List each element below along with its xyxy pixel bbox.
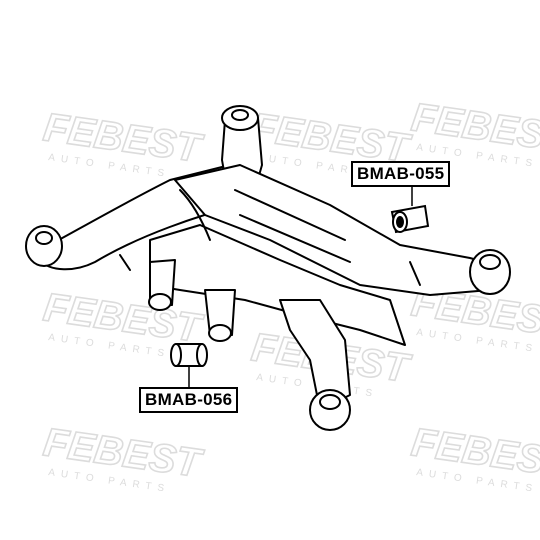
part-label-bmab-056: BMAB-056 (139, 387, 239, 413)
bushing-055 (390, 204, 430, 234)
left-front-mount (25, 225, 63, 267)
front-crossmember (149, 224, 406, 346)
part-label-bmab-055: BMAB-055 (351, 161, 451, 187)
bushing-056 (170, 343, 208, 367)
subframe-drawing (25, 105, 511, 431)
front-leg-mid (204, 289, 236, 336)
